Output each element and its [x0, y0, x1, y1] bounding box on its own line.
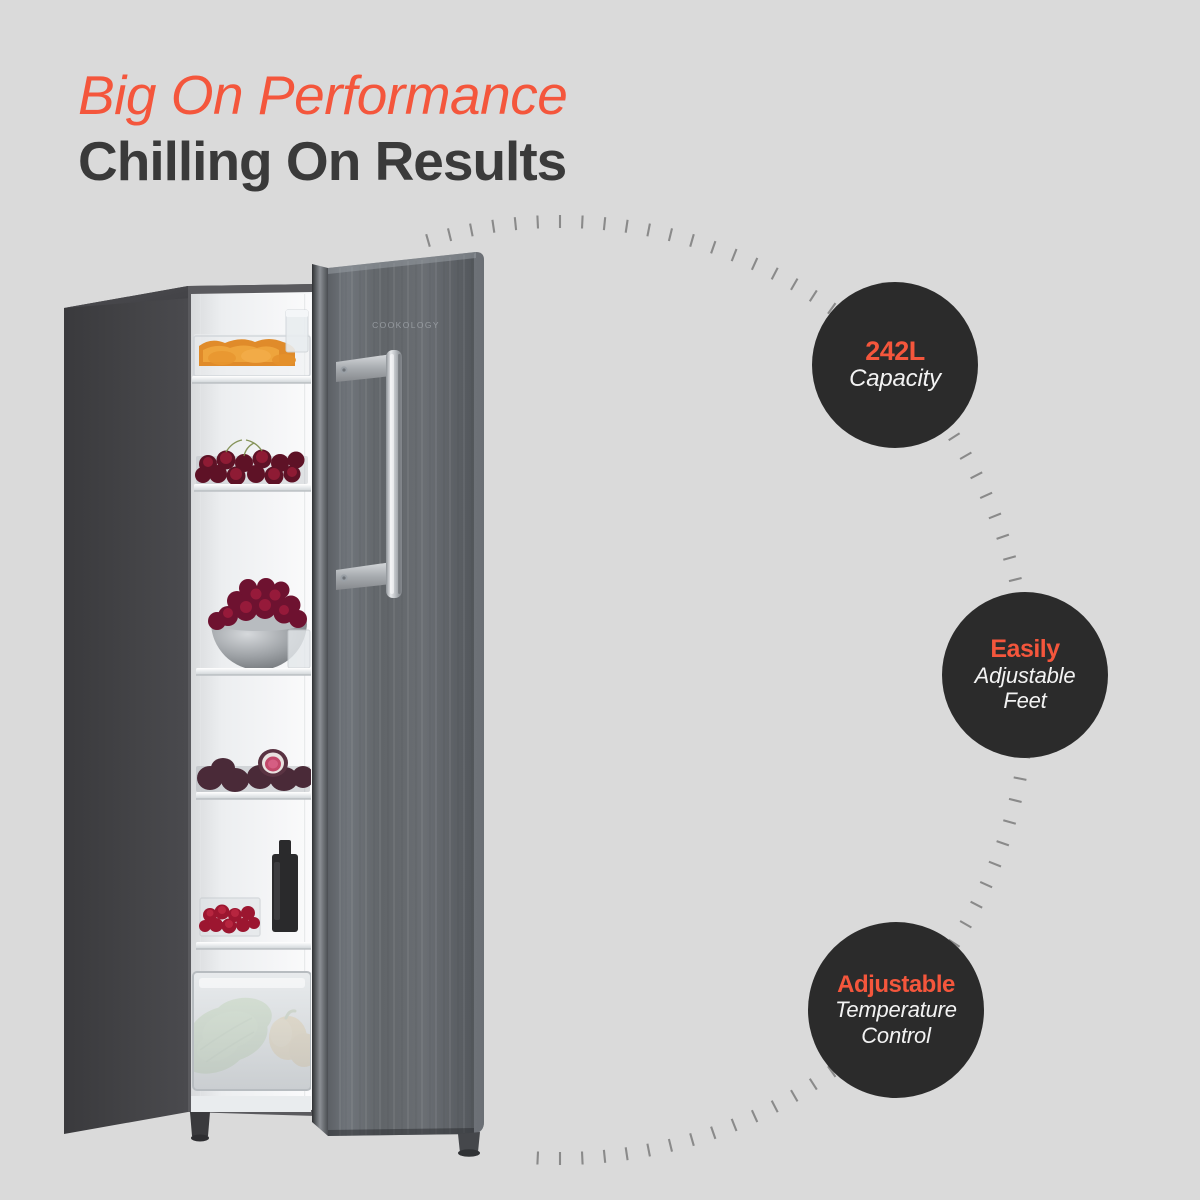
adjustable-feet — [190, 1112, 480, 1157]
badge-temperature-control[interactable]: Adjustable Temperature Control — [808, 922, 984, 1098]
headline-block: Big On Performance Chilling On Results — [78, 64, 778, 193]
orbit-tick — [996, 840, 1010, 847]
page-title: Chilling On Results — [78, 130, 567, 193]
orbit-tick — [770, 1100, 779, 1113]
orbit-tick — [979, 491, 993, 500]
orbit-tick — [996, 533, 1010, 540]
fridge-interior — [191, 294, 311, 1112]
headline-line-1: Big On Performance — [78, 64, 568, 126]
orbit-tick — [790, 1089, 799, 1102]
orbit-tick — [808, 1078, 818, 1091]
badge-adjustable-feet[interactable]: Easily Adjustable Feet — [942, 592, 1108, 758]
badge-temp-label-line2: Control — [861, 1022, 931, 1048]
orbit-tick — [770, 267, 779, 280]
shelf-figs — [196, 749, 311, 800]
orbit-tick — [536, 215, 540, 229]
orbit-tick — [425, 233, 431, 247]
badge-capacity-label: Capacity — [849, 365, 941, 393]
orbit-tick — [513, 217, 518, 231]
orbit-tick — [979, 880, 993, 889]
orbit-tick — [646, 223, 651, 237]
orbit-tick — [602, 1149, 607, 1163]
product-image-fridge: COOKOLOGY — [60, 250, 520, 1170]
orbit-tick — [689, 233, 695, 247]
orbit-tick — [1013, 776, 1027, 781]
shelf-grapes-bowl — [196, 578, 311, 676]
orbit-tick — [1003, 555, 1017, 561]
shelf-top — [192, 309, 311, 384]
badge-feet-label-line2: Feet — [1003, 688, 1047, 714]
orbit-tick — [970, 900, 983, 909]
orbit-tick — [491, 219, 496, 233]
crisper-drawer — [192, 971, 311, 1091]
badge-feet-label-line1: Adjustable — [974, 662, 1076, 688]
orbit-tick — [667, 228, 674, 242]
shelf-cherries — [194, 439, 311, 492]
badge-temp-label-line1: Temperature — [835, 996, 957, 1022]
orbit-tick — [1008, 576, 1022, 583]
orbit-tick — [790, 278, 799, 291]
orbit-tick — [536, 1151, 540, 1165]
orbit-tick — [667, 1138, 674, 1152]
orbit-tick — [710, 1126, 717, 1140]
orbit-tick — [469, 223, 474, 237]
orbit-tick — [730, 1118, 738, 1132]
orbit-tick — [710, 240, 717, 254]
badge-feet-value: Easily — [990, 635, 1060, 664]
orbit-tick — [948, 432, 961, 442]
shelf-raspberries — [196, 840, 311, 950]
orbit-tick — [750, 257, 759, 271]
orbit-tick — [1003, 819, 1017, 825]
orbit-tick — [602, 217, 607, 231]
orbit-tick — [730, 248, 738, 262]
orbit-tick — [988, 512, 1002, 520]
badge-capacity[interactable]: 242L Capacity — [812, 282, 978, 448]
orbit-tick — [808, 289, 818, 302]
orbit-tick — [988, 860, 1002, 868]
orbit-tick — [750, 1109, 759, 1123]
orbit-tick — [689, 1133, 695, 1147]
orbit-tick — [1008, 797, 1022, 804]
orbit-tick — [646, 1143, 651, 1157]
badge-capacity-value: 242L — [865, 335, 925, 366]
brand-logo: COOKOLOGY — [372, 320, 440, 330]
orbit-tick — [959, 451, 972, 460]
orbit-tick — [970, 471, 983, 480]
door-handle — [336, 350, 402, 598]
orbit-tick — [959, 920, 972, 929]
orbit-tick — [580, 215, 584, 229]
fridge-door: COOKOLOGY — [312, 252, 484, 1136]
orbit-tick — [446, 228, 453, 242]
orbit-tick — [624, 1147, 629, 1161]
orbit-tick — [580, 1151, 584, 1165]
badge-temp-value: Adjustable — [837, 970, 955, 998]
orbit-tick — [624, 219, 629, 233]
